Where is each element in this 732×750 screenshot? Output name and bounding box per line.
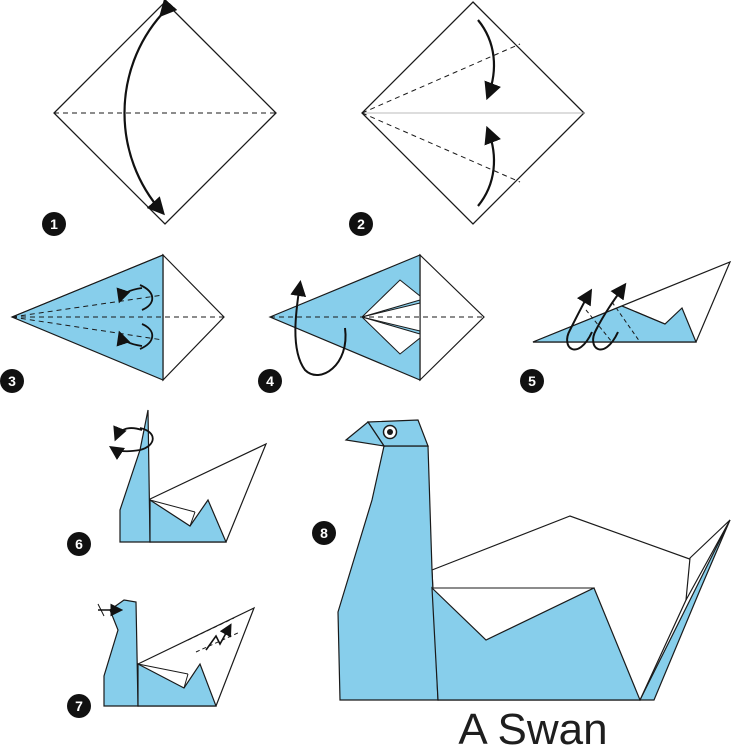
step-8-diagram [337, 419, 731, 701]
step-number: 6 [75, 536, 83, 552]
step-4-diagram [268, 253, 485, 382]
step-badge-3: 3 [0, 369, 24, 393]
step-number: 5 [528, 373, 536, 389]
step-number: 3 [8, 373, 16, 389]
step-7-diagram [97, 599, 256, 707]
step-badge-4: 4 [258, 369, 282, 393]
step-6-diagram [109, 409, 268, 543]
step-badge-7: 7 [67, 694, 91, 718]
step-number: 1 [50, 216, 58, 232]
step-badge-8: 8 [312, 521, 336, 545]
step-badge-2: 2 [349, 212, 373, 236]
step-1-diagram [53, 0, 277, 225]
step-badge-1: 1 [42, 212, 66, 236]
step-number: 8 [320, 525, 328, 541]
step-badge-6: 6 [67, 532, 91, 556]
step-number-badges: 1 2 3 4 5 6 7 8 [0, 212, 544, 718]
step-3-diagram [10, 253, 225, 382]
step-5-diagram [532, 260, 732, 351]
step-badge-5: 5 [520, 369, 544, 393]
step-2-diagram [361, 1, 585, 225]
step-number: 7 [75, 698, 83, 714]
diagram-title: A Swan [458, 705, 607, 750]
step-number: 2 [357, 216, 365, 232]
step-number: 4 [266, 373, 274, 389]
